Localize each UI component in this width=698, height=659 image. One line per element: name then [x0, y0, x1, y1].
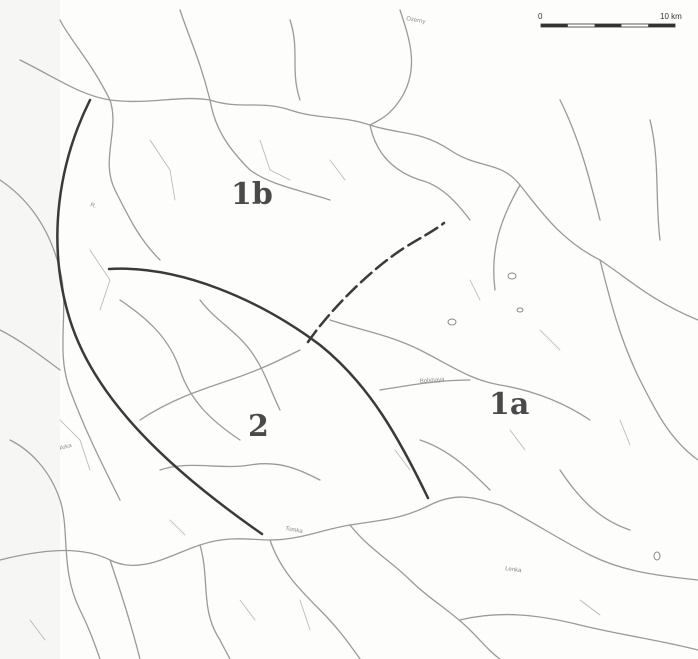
- zone-label-1a: 1a: [489, 387, 530, 422]
- paper-shade: [0, 0, 60, 659]
- river: [159, 463, 321, 481]
- river: [59, 19, 111, 101]
- zone-label-2: 2: [248, 409, 269, 444]
- river: [209, 99, 331, 201]
- river: [199, 544, 231, 659]
- river: [379, 379, 471, 391]
- river-label: Tomka: [285, 526, 304, 535]
- scale-bar-segment: [541, 24, 568, 27]
- tributary: [239, 599, 256, 621]
- river: [289, 19, 301, 101]
- scale-start-label: 0: [538, 12, 543, 21]
- tributary: [469, 279, 481, 301]
- river: [269, 539, 361, 659]
- river: [559, 469, 631, 531]
- scale-bar-segment: [648, 24, 675, 27]
- tributary: [149, 139, 176, 201]
- scale-bar: [540, 23, 676, 28]
- river: [369, 124, 471, 221]
- river-network: [0, 9, 698, 659]
- tributary: [394, 449, 411, 471]
- tributary: [579, 599, 601, 616]
- lake: [507, 272, 517, 280]
- river-label: Arka: [59, 443, 73, 452]
- lake: [653, 551, 661, 561]
- river: [459, 613, 698, 651]
- scale-bar-segment: [594, 24, 622, 27]
- river: [109, 559, 141, 659]
- boundary-west: [56, 98, 264, 536]
- tributary: [29, 619, 46, 641]
- zone-label-1b: 1b: [231, 177, 273, 212]
- tributary: [539, 329, 561, 351]
- river: [559, 99, 601, 221]
- boundary-dashed: [306, 221, 446, 344]
- river-labels: Ozerny R. Bolshaya Arka Tomka Lenka: [59, 16, 522, 574]
- river: [139, 349, 301, 421]
- river: [419, 439, 491, 491]
- river: [493, 184, 521, 291]
- river: [0, 179, 121, 501]
- tributary: [299, 599, 311, 631]
- river-label: Ozerny: [406, 16, 426, 25]
- tributaries: [29, 139, 631, 641]
- tributary: [169, 519, 186, 536]
- lakes: [447, 272, 661, 561]
- river: [349, 524, 501, 659]
- river: [0, 329, 61, 371]
- tributary: [619, 419, 631, 446]
- river-label: Bolshaya: [420, 377, 446, 385]
- river-label: Lenka: [505, 566, 523, 574]
- river: [369, 9, 413, 126]
- tributary: [329, 159, 346, 181]
- river: [119, 299, 241, 441]
- tributary: [509, 429, 526, 451]
- river: [599, 259, 698, 461]
- scale-end-label: 10 km: [660, 12, 682, 21]
- tributary: [89, 249, 111, 311]
- river: [9, 439, 101, 659]
- river: [649, 119, 661, 241]
- river: [199, 299, 281, 411]
- river: [499, 504, 698, 581]
- lake: [516, 307, 524, 313]
- river: [108, 99, 161, 261]
- lake: [447, 318, 457, 326]
- river-label: R.: [89, 202, 97, 210]
- tributary: [259, 139, 291, 181]
- river: [0, 496, 501, 567]
- river: [329, 319, 591, 421]
- boundary-inner: [107, 267, 430, 500]
- tributary: [59, 419, 91, 471]
- zone-boundaries: [56, 98, 446, 536]
- river: [179, 9, 211, 101]
- river: [19, 59, 698, 321]
